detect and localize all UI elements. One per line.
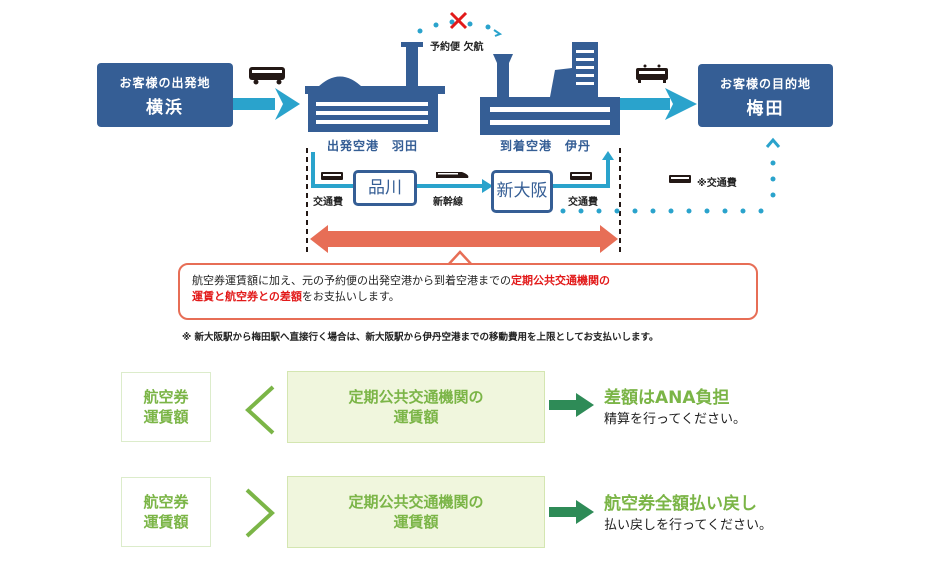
path-dot: [632, 208, 638, 214]
origin-label: お客様の出発地: [119, 76, 211, 90]
path-dot: [686, 208, 692, 214]
bus-icon: [249, 67, 285, 85]
fare-label-left: 交通費: [313, 197, 343, 208]
departure-airport-building: [305, 42, 445, 132]
fare-range-double-arrow: [310, 225, 618, 253]
transit-label-line2: 運賃額: [393, 408, 439, 426]
train-icon-note: [669, 175, 691, 183]
path-dot: [596, 208, 602, 214]
path-dot: [668, 208, 674, 214]
path-dot: [770, 192, 776, 198]
path-dot: [770, 176, 776, 182]
origin-city: 横浜: [146, 98, 184, 118]
destination-city: 梅田: [746, 99, 785, 119]
result-sub-1: 精算を行ってください。: [604, 412, 746, 427]
destination-arrow: [620, 88, 697, 120]
result-title-2: 航空券全額払い戻し: [604, 494, 757, 514]
callout-text-1: 航空券運賃額に加え、元の予約便の出発空港から到着空港までの: [192, 274, 511, 287]
train-icon-left: [321, 172, 343, 180]
ground-route-line: [311, 152, 610, 188]
cancel-x-icon: [449, 11, 468, 30]
airfare-box-1: 航空券 運賃額: [121, 372, 211, 442]
dotted-arrowhead-up: [765, 137, 781, 148]
path-dot: [560, 208, 566, 214]
arrival-airport-label: 到着空港 伊丹: [500, 139, 592, 153]
result-arrow-icon-1: [549, 393, 594, 417]
transit-label-line1: 定期公共交通機関の: [348, 493, 484, 511]
arrival-airport-building: [480, 42, 620, 135]
callout-box: 航空券運賃額に加え、元の予約便の出発空港から到着空港までの定期公共交通機関の 運…: [178, 263, 758, 320]
result-title-1: 差額はANA負担: [604, 388, 730, 408]
transit-label-line1: 定期公共交通機関の: [348, 388, 484, 406]
path-dot: [650, 208, 656, 214]
route-arrowhead-right: [482, 179, 493, 193]
callout-red-2: 運賃と航空券との差額: [192, 290, 302, 303]
airfare-box-2: 航空券 運賃額: [121, 477, 211, 547]
cancelled-flight-label: 予約便 欠航: [430, 42, 484, 53]
cancelled-flight-path: [417, 19, 503, 37]
airfare-label-line1: 航空券: [143, 493, 189, 511]
origin-box: お客様の出発地 横浜: [97, 63, 233, 127]
airfare-label-line2: 運賃額: [143, 513, 189, 531]
train-icon-right: [570, 172, 592, 180]
greater-than-icon: [245, 488, 275, 538]
departure-airport-label: 出発空港 羽田: [327, 139, 419, 153]
destination-label: お客様の目的地: [719, 77, 811, 91]
footnote: ※ 新大阪駅から梅田駅へ直接行く場合は、新大阪駅から伊丹空港までの移動費用を上限…: [182, 332, 659, 343]
result-1: 差額はANA負担 精算を行ってください。: [604, 383, 746, 427]
path-dot: [578, 208, 584, 214]
result-sub-2: 払い戻しを行ってください。: [604, 518, 772, 533]
path-dot: [740, 208, 746, 214]
result-arrow-icon-2: [549, 500, 594, 524]
station-shin-osaka: 新大阪: [491, 170, 553, 213]
path-dot: [722, 208, 728, 214]
dotted-path-to-destination: [560, 160, 776, 214]
public-transit-fare-box-2: 定期公共交通機関の 運賃額: [287, 476, 545, 548]
train-icon-top: [636, 64, 668, 83]
station-shinagawa: 品川: [353, 170, 417, 206]
path-dot: [758, 208, 764, 214]
result-2: 航空券全額払い戻し 払い戻しを行ってください。: [604, 489, 772, 533]
callout-red-1: 定期公共交通機関の: [511, 274, 610, 287]
callout-line-1: 航空券運賃額に加え、元の予約便の出発空港から到着空港までの定期公共交通機関の: [192, 273, 744, 289]
fare-label-right: 交通費: [568, 197, 598, 208]
callout-text-2: をお支払いします。: [301, 290, 400, 303]
shinkansen-label: 新幹線: [433, 197, 463, 208]
fare-note-label: ※交通費: [697, 178, 737, 189]
less-than-icon: [245, 385, 275, 435]
origin-arrow: [233, 88, 300, 120]
transit-label-line2: 運賃額: [393, 513, 439, 531]
callout-line-2: 運賃と航空券との差額をお支払いします。: [192, 289, 744, 305]
path-dot: [614, 208, 620, 214]
airfare-label-line2: 運賃額: [143, 408, 189, 426]
path-dot: [770, 160, 776, 166]
shinkansen-icon: [436, 172, 469, 178]
path-dot: [704, 208, 710, 214]
destination-box: お客様の目的地 梅田: [698, 64, 833, 127]
public-transit-fare-box-1: 定期公共交通機関の 運賃額: [287, 371, 545, 443]
route-arrowhead-up: [602, 151, 614, 160]
airfare-label-line1: 航空券: [143, 388, 189, 406]
